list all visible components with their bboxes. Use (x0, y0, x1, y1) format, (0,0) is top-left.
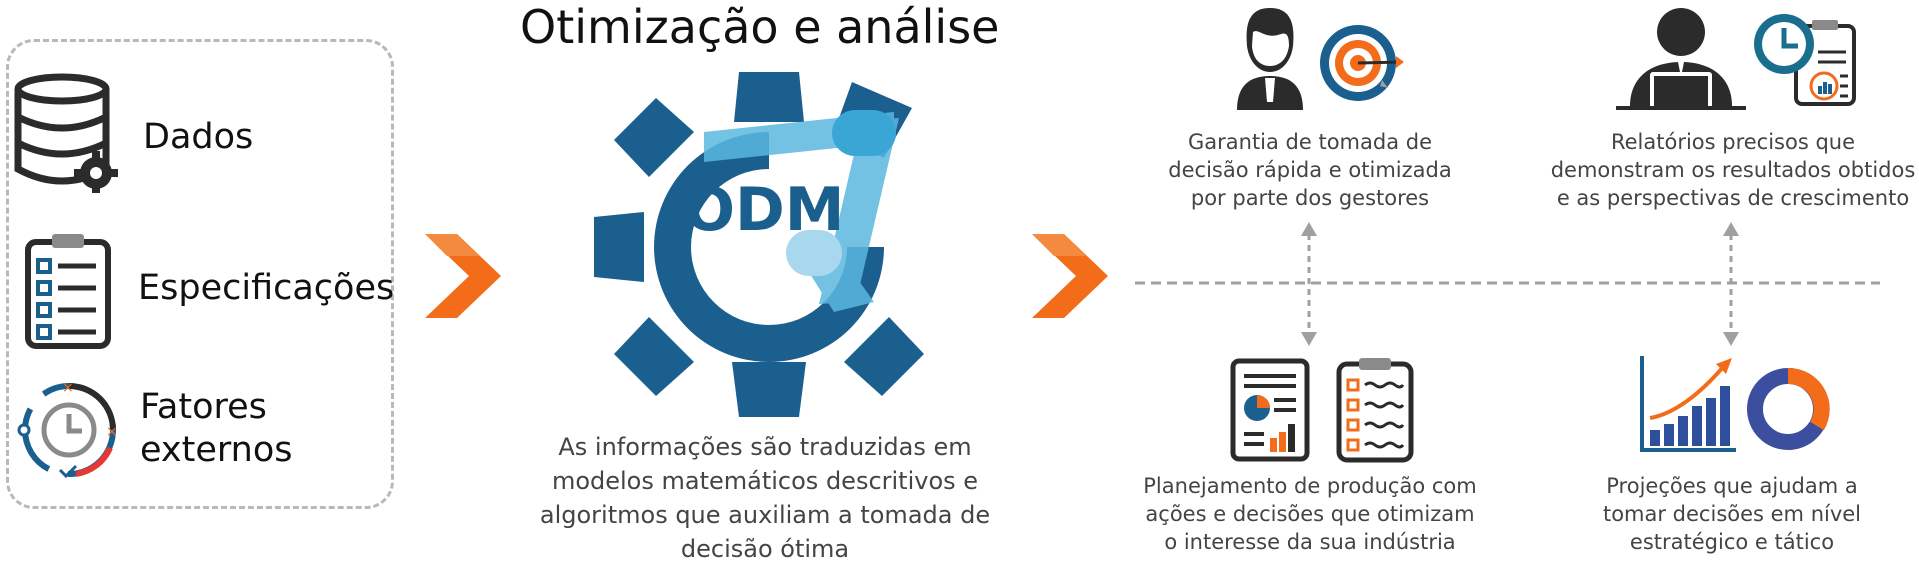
svg-text:×: × (62, 380, 74, 396)
inputs-group (6, 39, 394, 509)
output-top-left-text: Garantia de tomada de decisão rápida e o… (1168, 130, 1452, 210)
manager-icon (1235, 6, 1305, 110)
growth-chart-icon (1638, 354, 1738, 454)
clock-cycle-icon: × × (14, 378, 124, 482)
center-description: As informações são traduzidas em modelos… (539, 433, 991, 563)
checklist-orange-icon (1335, 356, 1415, 464)
checklist-clipboard-icon (24, 232, 114, 350)
output-bottom-left-text: Planejamento de produção com ações e dec… (1143, 474, 1477, 554)
chevron-right-icon (1030, 232, 1110, 320)
double-arrow-right (1721, 222, 1741, 346)
odm-gear-logo: ODM (594, 72, 944, 417)
person-laptop-icon (1616, 6, 1746, 110)
output-bottom-right-text: Projeções que ajudam a tomar decisões em… (1602, 474, 1862, 554)
input-label-dados: Dados (143, 117, 254, 157)
output-top-right-text: Relatórios precisos que demonstram os re… (1550, 130, 1916, 210)
svg-text:×: × (106, 424, 118, 440)
double-arrow-left (1299, 222, 1319, 346)
donut-chart-icon (1745, 366, 1831, 452)
report-chart-icon (1230, 358, 1310, 462)
chevron-right-icon (423, 232, 503, 320)
page-title: Otimização e análise (520, 0, 1000, 54)
clock-report-icon (1752, 12, 1858, 106)
logo-text: ODM (684, 175, 845, 245)
database-gear-icon (12, 73, 122, 193)
input-label-especificacoes: Especificações (138, 268, 395, 308)
target-icon (1318, 22, 1406, 104)
input-label-fatores-externos: Fatores externos (140, 387, 293, 470)
divider-line (1135, 280, 1880, 286)
